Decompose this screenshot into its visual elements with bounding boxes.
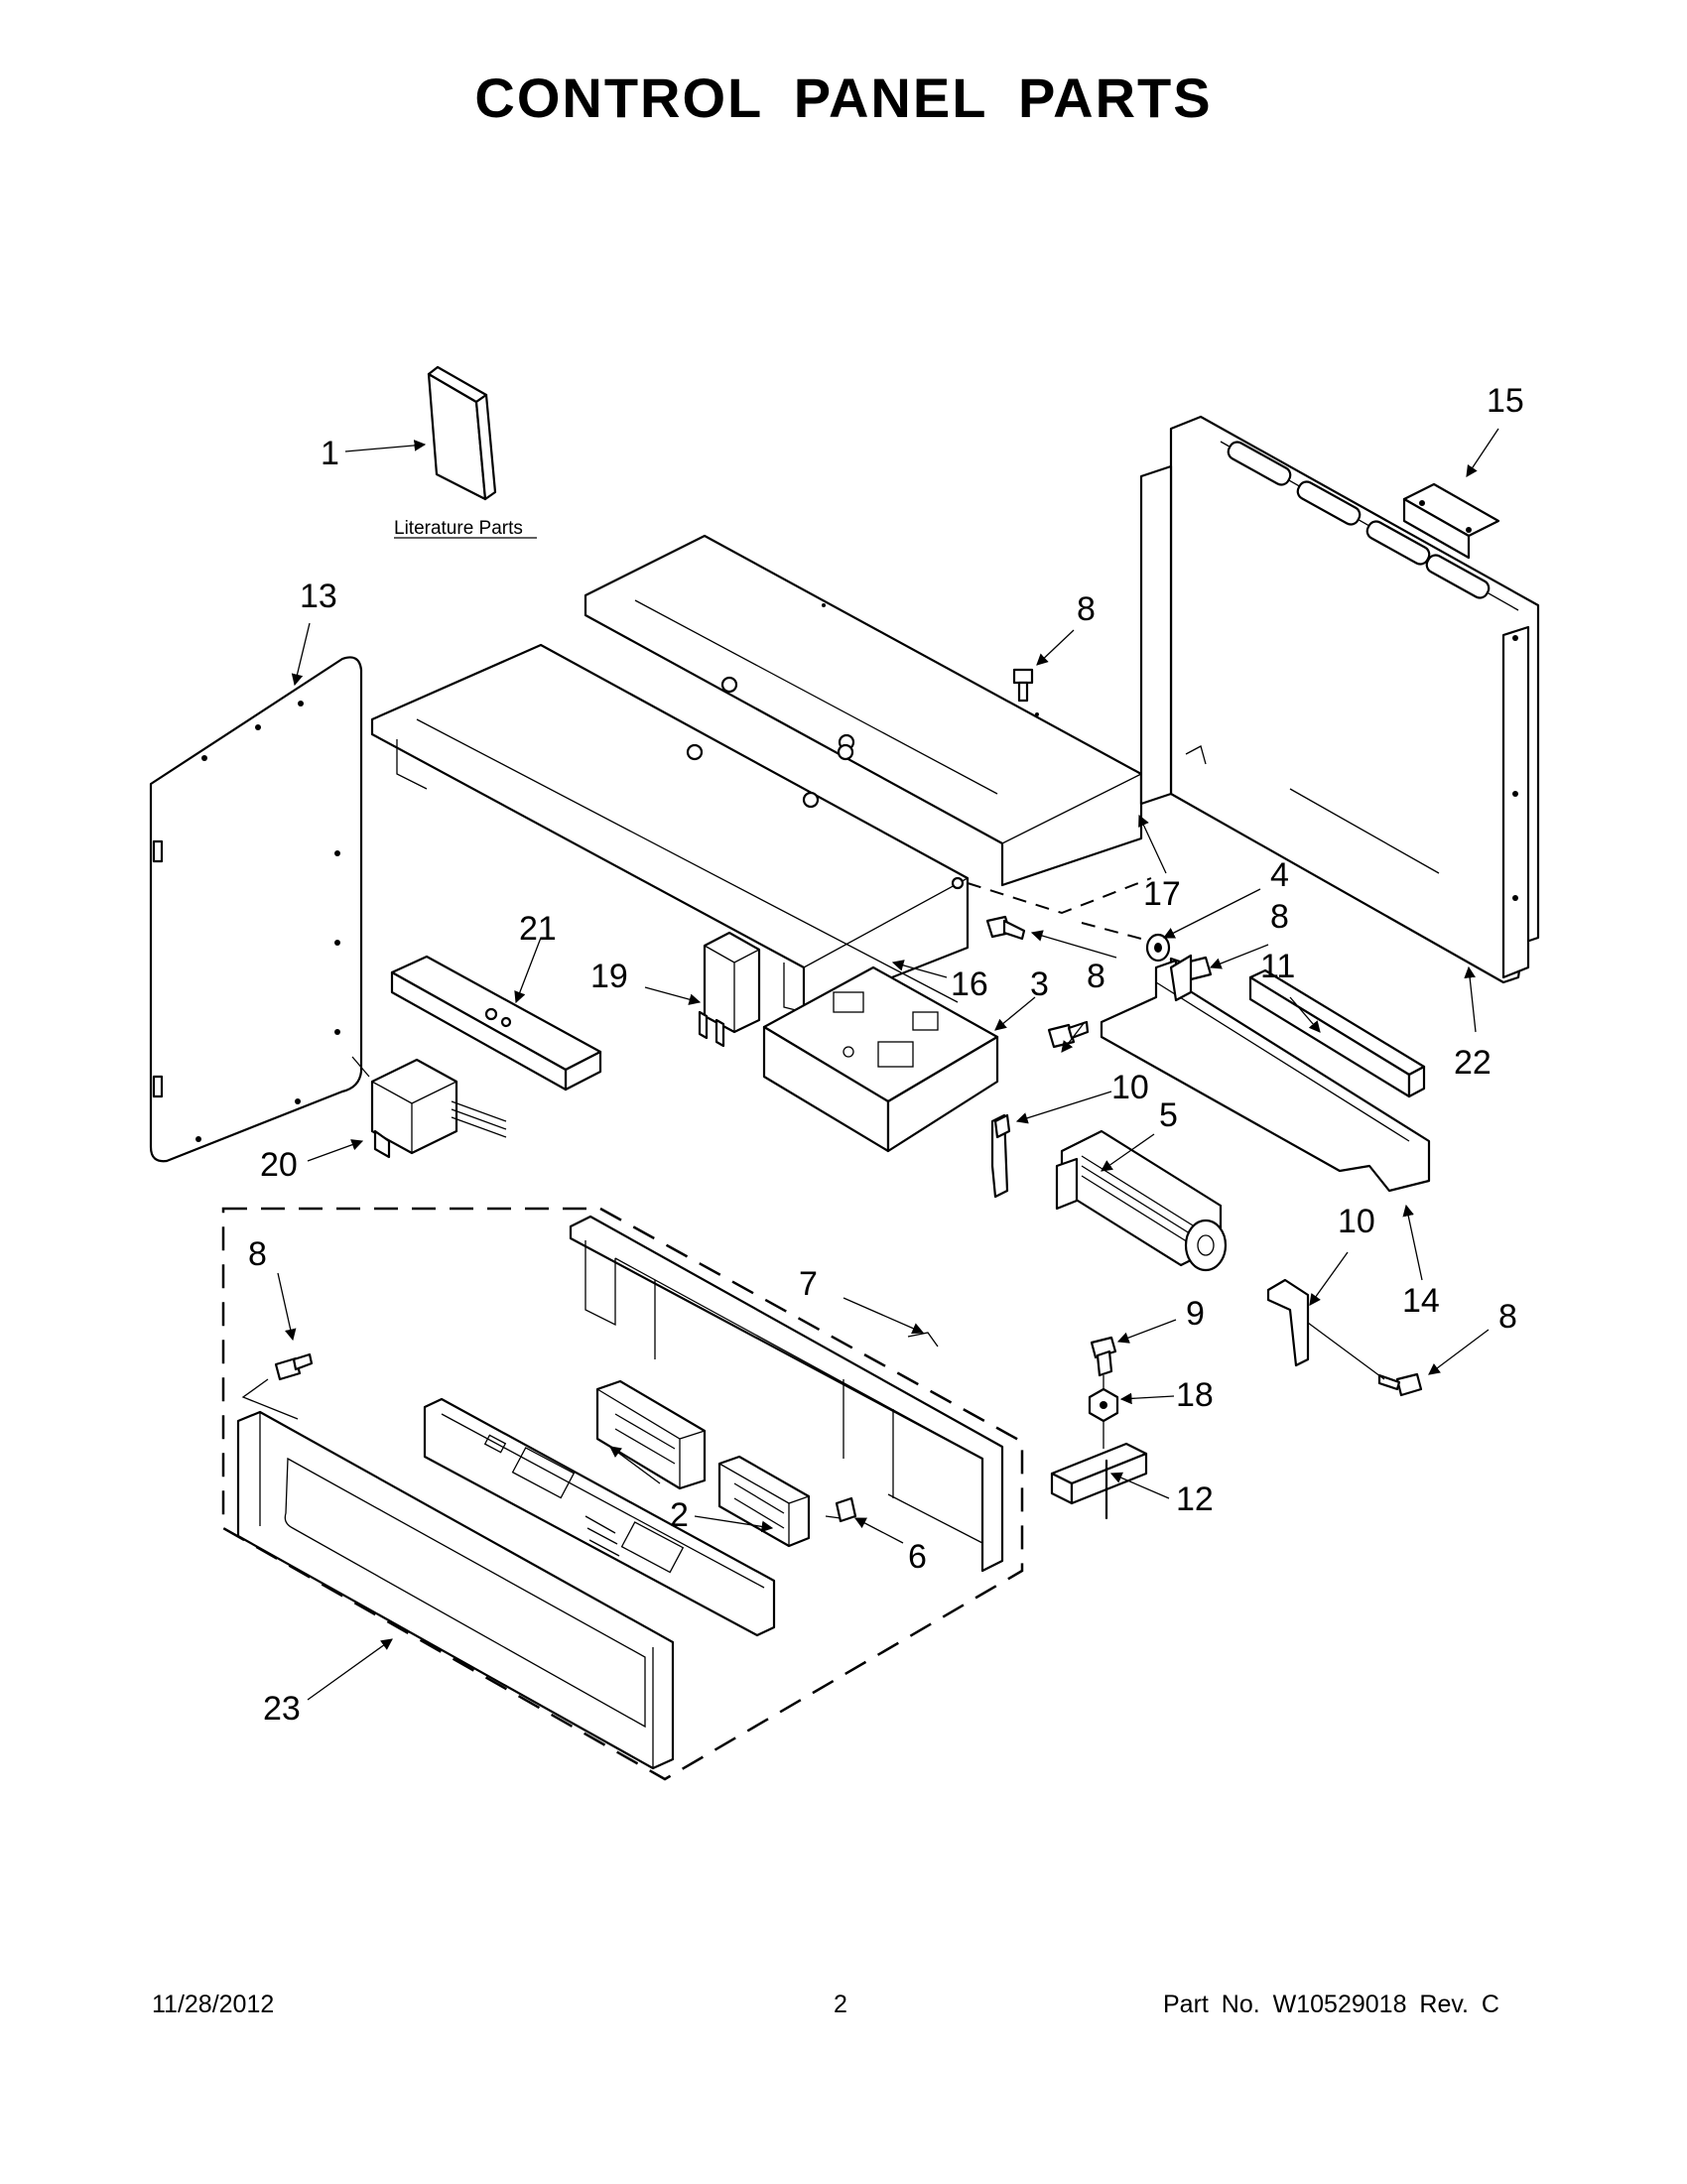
callout-18: 18 — [1176, 1376, 1214, 1414]
insulation-strip — [1248, 968, 1426, 1098]
callout-8: 8 — [1077, 590, 1096, 628]
screw — [1090, 1336, 1117, 1377]
callout-21: 21 — [519, 910, 557, 948]
callout-8: 8 — [1498, 1298, 1517, 1336]
callout-5: 5 — [1159, 1096, 1178, 1134]
wire-clip — [907, 1332, 939, 1348]
blower-fan — [1055, 1129, 1228, 1272]
callout-9: 9 — [1186, 1295, 1205, 1333]
callout-20: 20 — [260, 1146, 298, 1184]
footer-date: 11/28/2012 — [152, 1991, 275, 2018]
front-trim — [236, 1410, 675, 1770]
literature-parts-label: Literature Parts — [394, 518, 523, 539]
footer-part-number: Part No. W10529018 Rev. C — [1163, 1991, 1499, 2018]
page-title: CONTROL PANEL PARTS — [474, 66, 1213, 129]
electronic-module — [717, 1455, 811, 1548]
callout-14: 14 — [1402, 1282, 1440, 1320]
callout-23: 23 — [263, 1690, 301, 1728]
side-panel — [149, 656, 363, 1163]
small-bracket — [1266, 1278, 1310, 1367]
connector-screw — [825, 1496, 857, 1523]
electronic-module — [595, 1379, 707, 1490]
footer-page-number: 2 — [834, 1991, 847, 2018]
callout-8: 8 — [1087, 958, 1105, 995]
callout-15: 15 — [1487, 382, 1524, 420]
upper-bracket — [1402, 482, 1500, 560]
transformer — [351, 1056, 507, 1159]
washer — [1145, 933, 1171, 963]
callout-17: 17 — [1143, 875, 1181, 913]
callout-11: 11 — [1260, 948, 1295, 985]
screw — [274, 1352, 314, 1381]
callout-1: 1 — [321, 435, 339, 472]
callout-3: 3 — [1030, 965, 1049, 1003]
callout-8: 8 — [1270, 898, 1289, 936]
small-bracket — [990, 1113, 1011, 1199]
back-panel — [1139, 415, 1540, 984]
terminal-block — [1050, 1442, 1148, 1520]
callout-7: 7 — [799, 1265, 818, 1303]
relay — [698, 931, 761, 1048]
touch-panel — [423, 1397, 776, 1637]
callout-16: 16 — [951, 965, 988, 1003]
callout-6: 6 — [908, 1538, 927, 1576]
callout-19: 19 — [590, 958, 628, 995]
callout-4: 4 — [1270, 856, 1289, 894]
callout-22: 22 — [1454, 1044, 1492, 1082]
callout-10: 10 — [1111, 1069, 1149, 1106]
panel-frame — [569, 1215, 1004, 1573]
callout-2: 2 — [670, 1496, 689, 1534]
screw — [1377, 1372, 1423, 1397]
callout-10: 10 — [1338, 1203, 1375, 1240]
screw — [985, 915, 1026, 941]
hex-nut — [1088, 1387, 1119, 1423]
callout-13: 13 — [300, 578, 337, 615]
screw — [1012, 668, 1034, 703]
callout-8: 8 — [248, 1235, 267, 1273]
long-bracket — [1100, 954, 1431, 1193]
callout-12: 12 — [1176, 1480, 1214, 1518]
mounting-bar — [390, 955, 602, 1092]
literature-booklet — [427, 365, 497, 501]
control-board — [762, 965, 999, 1153]
